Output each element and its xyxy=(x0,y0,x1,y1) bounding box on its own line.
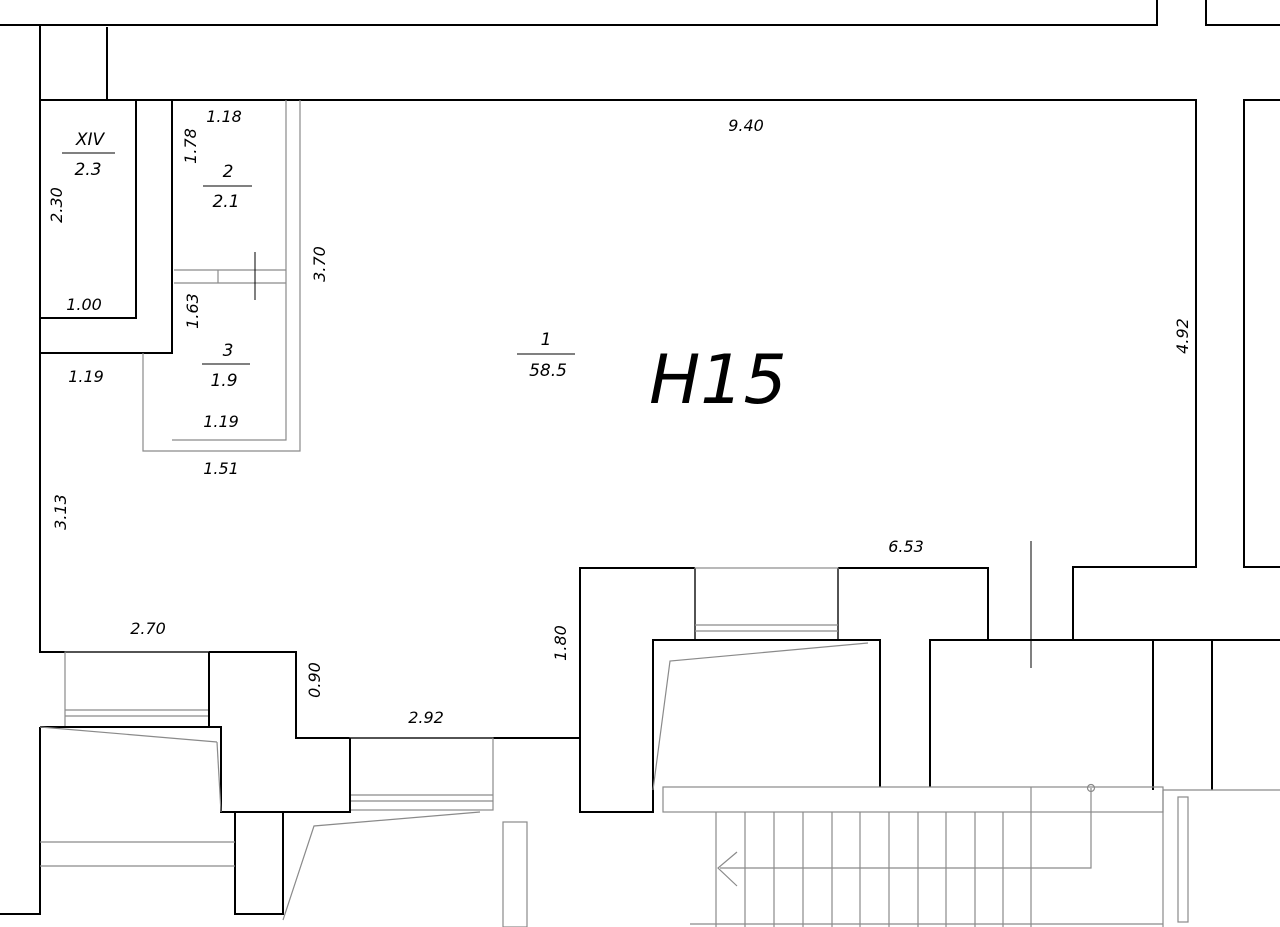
left-outer-wall xyxy=(0,727,41,915)
dim-closet-bottom: 1.51 xyxy=(203,459,239,478)
dim-xiv-height: 2.30 xyxy=(47,187,66,223)
room-2-number: 2 xyxy=(223,162,234,182)
dim-left-lower: 3.13 xyxy=(51,494,70,530)
stair-steps xyxy=(690,812,1163,927)
top-wall-band xyxy=(0,0,1158,26)
dim-left-upper: 1.19 xyxy=(68,367,104,386)
room-1-area: 58.5 xyxy=(529,361,567,381)
dim-room2-height: 1.78 xyxy=(181,128,200,164)
exterior-structures xyxy=(39,639,1280,927)
room-xiv-area: 2.3 xyxy=(74,160,101,180)
room-3-number: 3 xyxy=(223,341,234,361)
top-wall-inner xyxy=(106,27,1280,641)
dim-room3-width: 1.19 xyxy=(203,412,239,431)
dimension-labels: 9.40 4.92 2.30 1.00 1.18 1.78 3.70 1.63 … xyxy=(47,107,1192,727)
stair-direction-line xyxy=(720,788,1092,869)
room-3-area: 1.9 xyxy=(210,371,237,391)
room-1-number: 1 xyxy=(541,330,552,350)
dim-bottom-left: 2.70 xyxy=(130,619,166,638)
dim-bottom-right: 6.53 xyxy=(888,537,924,556)
dim-right-main: 4.92 xyxy=(1173,318,1192,354)
left-wall xyxy=(0,24,65,653)
right-column xyxy=(1243,99,1280,568)
closets-outline xyxy=(142,99,301,452)
top-wall-band-right xyxy=(1205,0,1280,26)
dim-top-main: 9.40 xyxy=(728,116,764,135)
room-xiv-number: XIV xyxy=(75,130,106,150)
dim-bottom-mid: 2.92 xyxy=(408,708,444,727)
stair-arrow-icon xyxy=(717,851,738,887)
bottom-wall xyxy=(64,541,1073,811)
room-2-area: 2.1 xyxy=(212,192,239,212)
dim-bay-mid: 1.80 xyxy=(551,625,570,661)
dim-bay-small: 0.90 xyxy=(305,662,324,698)
dim-room3-height: 1.63 xyxy=(183,293,202,329)
dim-room2-width: 1.18 xyxy=(206,107,242,126)
dim-closets-height: 3.70 xyxy=(310,246,329,282)
dim-xiv-width: 1.00 xyxy=(66,295,102,314)
room-xiv-outline xyxy=(40,99,173,354)
room-labels: XIV 2.3 2 2.1 3 1.9 1 58.5 Н15 xyxy=(62,130,787,420)
unit-label: Н15 xyxy=(649,341,787,420)
stair-start-icon xyxy=(1086,783,1096,793)
